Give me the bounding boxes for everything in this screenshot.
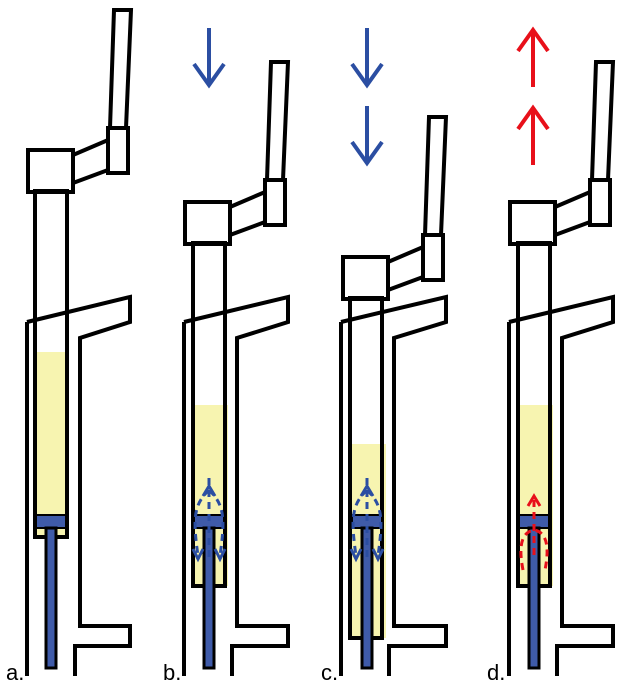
- panel-label: d.: [487, 660, 505, 685]
- crown-arm: [71, 136, 110, 186]
- damper-rod: [202, 526, 216, 670]
- down-arrow-icon: [192, 28, 226, 89]
- damper-fluid: [33, 352, 69, 536]
- steerer-clamp: [588, 178, 612, 227]
- flow-arrowheads: [349, 483, 385, 563]
- steerer-tube: [107, 8, 134, 130]
- damper-piston: [35, 514, 67, 529]
- up-arrow-icon: [516, 26, 550, 87]
- lower-leg-arm: [26, 294, 132, 676]
- down-arrow-icon: [350, 28, 384, 89]
- steerer-clamp: [106, 126, 130, 175]
- down-arrow-icon: [350, 106, 384, 167]
- panel-a: a.: [6, 8, 134, 685]
- steerer-clamp: [421, 233, 445, 282]
- crown-arm: [386, 243, 425, 293]
- fork-crown: [26, 148, 75, 194]
- lower-leg-arm: [508, 294, 615, 676]
- fork-crown: [341, 255, 390, 301]
- rebound-flow-arrows: [519, 500, 549, 571]
- crown-arm: [228, 188, 267, 238]
- up-arrow-icon: [516, 104, 550, 165]
- fork-crown: [183, 200, 232, 246]
- panel-b: b.: [163, 28, 291, 685]
- flow-arrowheads: [526, 493, 542, 507]
- crown-arm: [553, 188, 592, 238]
- steerer-clamp: [263, 178, 287, 227]
- panel-d: d.: [487, 26, 616, 685]
- steerer-tube: [422, 115, 449, 237]
- damper-rod: [44, 526, 58, 670]
- lower-leg-arm: [340, 294, 448, 676]
- steerer-tube: [589, 60, 616, 182]
- fork-crown: [508, 200, 557, 246]
- flow-arrowheads: [191, 483, 227, 563]
- panel-label: b.: [163, 660, 181, 685]
- panel-label: c.: [321, 660, 338, 685]
- panel-label: a.: [6, 660, 24, 685]
- panel-c: c.: [321, 28, 449, 685]
- lower-leg-arm: [183, 294, 290, 676]
- steerer-tube: [264, 60, 291, 182]
- damper-rod: [360, 526, 374, 670]
